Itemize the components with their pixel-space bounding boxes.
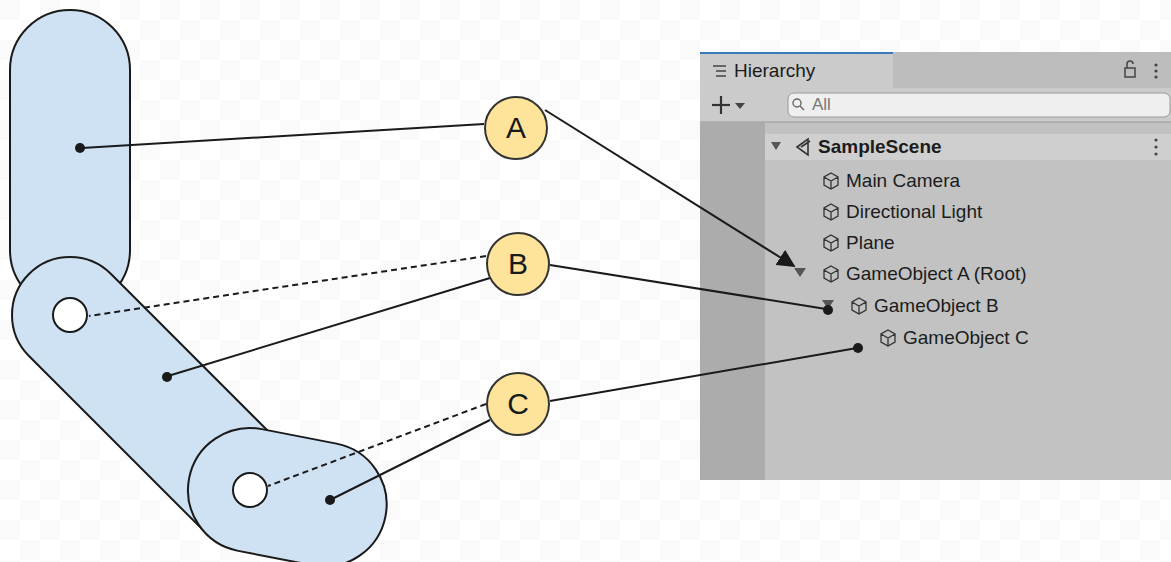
panel-title: Hierarchy xyxy=(734,60,815,82)
hierarchy-item: GameObject C xyxy=(903,327,1029,349)
callout-circle: B xyxy=(485,231,551,297)
segment-c xyxy=(177,417,397,562)
callout-circle: A xyxy=(483,95,549,161)
hierarchy-item: GameObject A (Root) xyxy=(846,263,1027,285)
callout-circle: C xyxy=(485,371,551,437)
hierarchy-panel xyxy=(700,52,1171,480)
search-placeholder: All xyxy=(812,94,831,116)
hierarchy-item: Directional Light xyxy=(846,201,982,223)
callout-letter: B xyxy=(485,231,551,297)
leader-dots xyxy=(75,143,863,505)
hierarchy-item: Main Camera xyxy=(846,170,960,192)
hierarchy-item: GameObject B xyxy=(874,295,999,317)
arm-segments xyxy=(0,10,397,562)
scene-name: SampleScene xyxy=(818,136,942,158)
pivot-b xyxy=(53,298,87,332)
callout-letter: A xyxy=(483,95,549,161)
pivot-c xyxy=(233,473,267,507)
hierarchy-item: Plane xyxy=(846,232,895,254)
leader-lines xyxy=(82,110,857,500)
callout-letter: C xyxy=(485,371,551,437)
